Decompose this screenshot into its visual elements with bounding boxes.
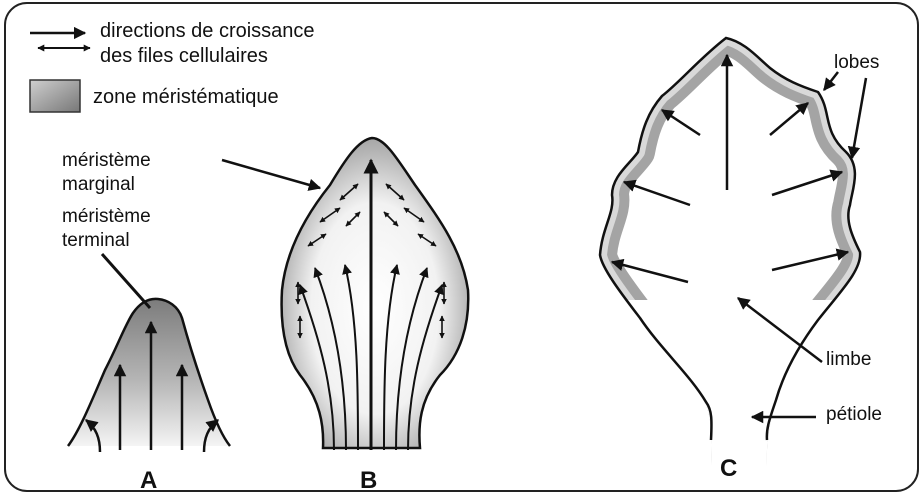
- leaf-a-shape: [68, 299, 230, 446]
- lobes-label: lobes: [834, 52, 879, 73]
- marginal-meristem-label-line1: méristème: [62, 150, 151, 171]
- legend-arrow-label-line1: directions de croissance: [100, 20, 315, 42]
- legend: directions de croissance des files cellu…: [30, 20, 315, 112]
- marginal-meristem-pointer: [222, 160, 320, 188]
- lobes-pointer: [852, 78, 866, 158]
- terminal-meristem-label-line1: méristème: [62, 206, 151, 227]
- limbe-label: limbe: [826, 349, 871, 370]
- legend-zone-swatch: [30, 80, 80, 112]
- legend-arrow-label-line2: des files cellulaires: [100, 45, 268, 67]
- leaf-a: A: [68, 254, 230, 494]
- caption-a: A: [140, 467, 157, 494]
- petiole-label: pétiole: [826, 404, 882, 425]
- terminal-meristem-label-line2: terminal: [62, 230, 130, 251]
- terminal-meristem-pointer: [102, 254, 150, 308]
- legend-zone-label: zone méristématique: [93, 86, 279, 108]
- leaf-b: B: [222, 138, 468, 494]
- marginal-meristem-label-line2: marginal: [62, 174, 135, 195]
- caption-b: B: [360, 467, 377, 494]
- caption-c: C: [720, 455, 737, 482]
- left-annotations: méristème marginal méristème terminal: [62, 150, 151, 251]
- lobes-pointer: [824, 72, 838, 90]
- leaf-c: lobes limbe pétiole C: [590, 30, 882, 482]
